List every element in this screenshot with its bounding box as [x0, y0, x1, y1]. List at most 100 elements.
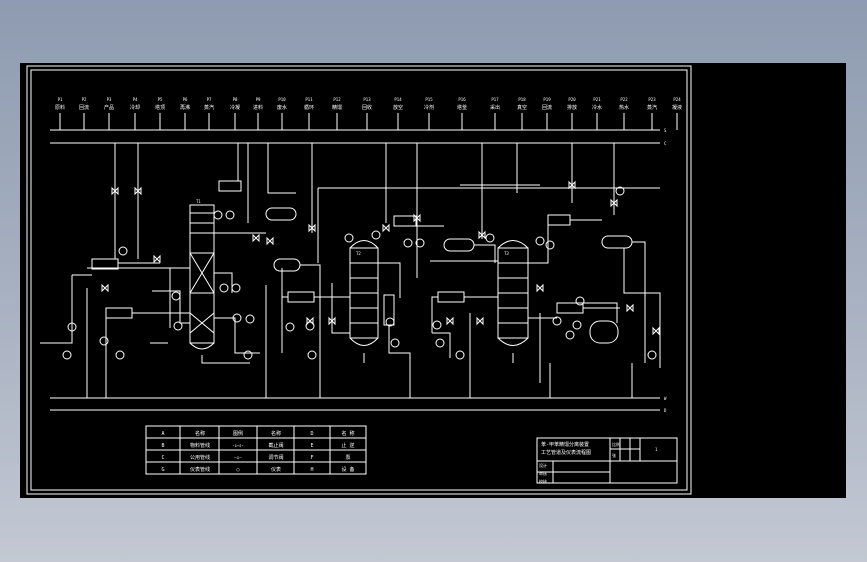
- reflux-drum-2: [273, 258, 301, 272]
- inner-frame: [30, 69, 688, 491]
- title-line-2: 工艺管道及仪表流程图: [541, 449, 591, 456]
- header-label: 进料: [253, 104, 263, 111]
- valve-symbol: [101, 283, 109, 293]
- cooling-line-tag: C: [664, 141, 667, 146]
- header-tag: P15: [425, 97, 433, 102]
- header-tag: P22: [620, 97, 628, 102]
- legend-cell: H: [310, 467, 313, 473]
- header-label: 循环: [304, 104, 314, 111]
- header-tag: P9: [256, 97, 261, 102]
- header-label: 蒸汽: [204, 104, 214, 111]
- header-tag: P18: [518, 97, 526, 102]
- legend-cell: A: [161, 431, 164, 437]
- instrument-bubble: [67, 322, 77, 332]
- legend-cell: 公用管线: [190, 454, 210, 461]
- reboiler-2: [383, 294, 395, 326]
- header-label: 原料: [55, 104, 65, 111]
- storage-drum-1: [589, 320, 619, 344]
- reflux-drum-4: [601, 235, 633, 249]
- valve-symbol: [476, 316, 484, 326]
- title-row-label: 设计: [539, 462, 547, 468]
- legend-cell: 名称: [195, 430, 205, 437]
- legend-cell: 图例: [233, 430, 243, 437]
- reflux-drum-3: [443, 238, 475, 252]
- pump-1: [62, 350, 72, 360]
- header-label: 冷水: [592, 104, 602, 111]
- instrument-bubble: [565, 330, 575, 340]
- header-tag: P6: [183, 97, 188, 102]
- valve-symbol: [111, 186, 119, 196]
- legend-cell: 截止阀: [268, 442, 283, 449]
- header-tag: P19: [543, 97, 551, 102]
- drain-line-tag: D: [664, 408, 667, 413]
- header-tag: P11: [305, 97, 313, 102]
- header-tag: P8: [233, 97, 238, 102]
- valve-symbol: [266, 236, 274, 246]
- title-row-label: 校核: [539, 478, 547, 484]
- legend-cell: C: [161, 455, 164, 461]
- column-3-tag: T3: [504, 251, 509, 256]
- pump-3: [243, 350, 253, 360]
- header-tag: P13: [363, 97, 371, 102]
- valve-symbol: [626, 303, 634, 313]
- outer-frame: [26, 65, 692, 495]
- condenser-1: [218, 180, 242, 192]
- legend-cell: 泵: [345, 455, 350, 461]
- header-tag: P7: [207, 97, 212, 102]
- reflux-drum-1: [265, 207, 297, 221]
- instrument-bubble: [371, 230, 381, 240]
- header-label: 采出: [490, 104, 500, 111]
- legend-cell: -▷◁-: [232, 443, 244, 449]
- header-label: 凝液: [672, 104, 682, 111]
- valve-symbol: [610, 198, 618, 208]
- instrument-bubble: [572, 320, 582, 330]
- page-number: 1: [655, 447, 658, 452]
- header-label: 放空: [393, 104, 403, 111]
- valve-symbol: [478, 230, 486, 240]
- header-tag: P24: [673, 97, 681, 102]
- header-tag: P2: [82, 97, 87, 102]
- waste-line-tag: W: [664, 396, 667, 401]
- legend-cell: B: [161, 443, 164, 449]
- instrument-bubble: [545, 240, 555, 250]
- header-label: 塔釜: [457, 104, 467, 111]
- pump-2: [115, 350, 125, 360]
- valve-symbol: [413, 213, 421, 223]
- exchanger-3: [437, 291, 465, 303]
- valve-symbol: [153, 254, 161, 264]
- header-label: 塔顶: [155, 104, 165, 111]
- legend-cell: F: [310, 455, 313, 461]
- legend-cell: 仪表管线: [190, 466, 210, 473]
- header-label: 再沸: [180, 104, 190, 111]
- instrument-bubble: [245, 314, 255, 324]
- pump-5: [455, 350, 465, 360]
- condenser-2: [393, 215, 417, 227]
- legend-cell: 仪表: [271, 466, 281, 473]
- header-label: 冷凝: [230, 104, 240, 111]
- instrument-bubble: [173, 321, 183, 331]
- instrument-bubble: [385, 317, 395, 327]
- header-tag: P16: [458, 97, 466, 102]
- valve-symbol: [328, 316, 336, 326]
- valve-symbol: [652, 326, 660, 336]
- header-label: 冷却: [130, 104, 140, 111]
- header-label: 回收: [362, 104, 372, 111]
- exchanger-feed-1: [91, 258, 119, 270]
- header-tag: P20: [568, 97, 576, 102]
- valve-symbol: [568, 180, 576, 190]
- exchanger-feed-2: [105, 307, 133, 319]
- pump-4: [307, 350, 317, 360]
- column-2-tag: T2: [356, 251, 361, 256]
- instrument-bubble: [213, 210, 223, 220]
- valve-symbol: [306, 316, 314, 326]
- instrument-bubble: [171, 291, 181, 301]
- legend-cell: 物料管线: [190, 442, 210, 449]
- instrument-bubble: [535, 236, 545, 246]
- process-flow-diagram: P1原料P2回流P3产品P4冷却P5塔顶P6再沸P7蒸汽P8冷凝P9进料P10废…: [26, 65, 692, 495]
- instrument-bubble: [232, 313, 242, 323]
- legend-cell: -◇-: [233, 455, 242, 461]
- legend-cell: 名 称: [341, 430, 354, 437]
- header-label: 精馏: [332, 104, 342, 111]
- legend-cell: ○: [236, 467, 239, 473]
